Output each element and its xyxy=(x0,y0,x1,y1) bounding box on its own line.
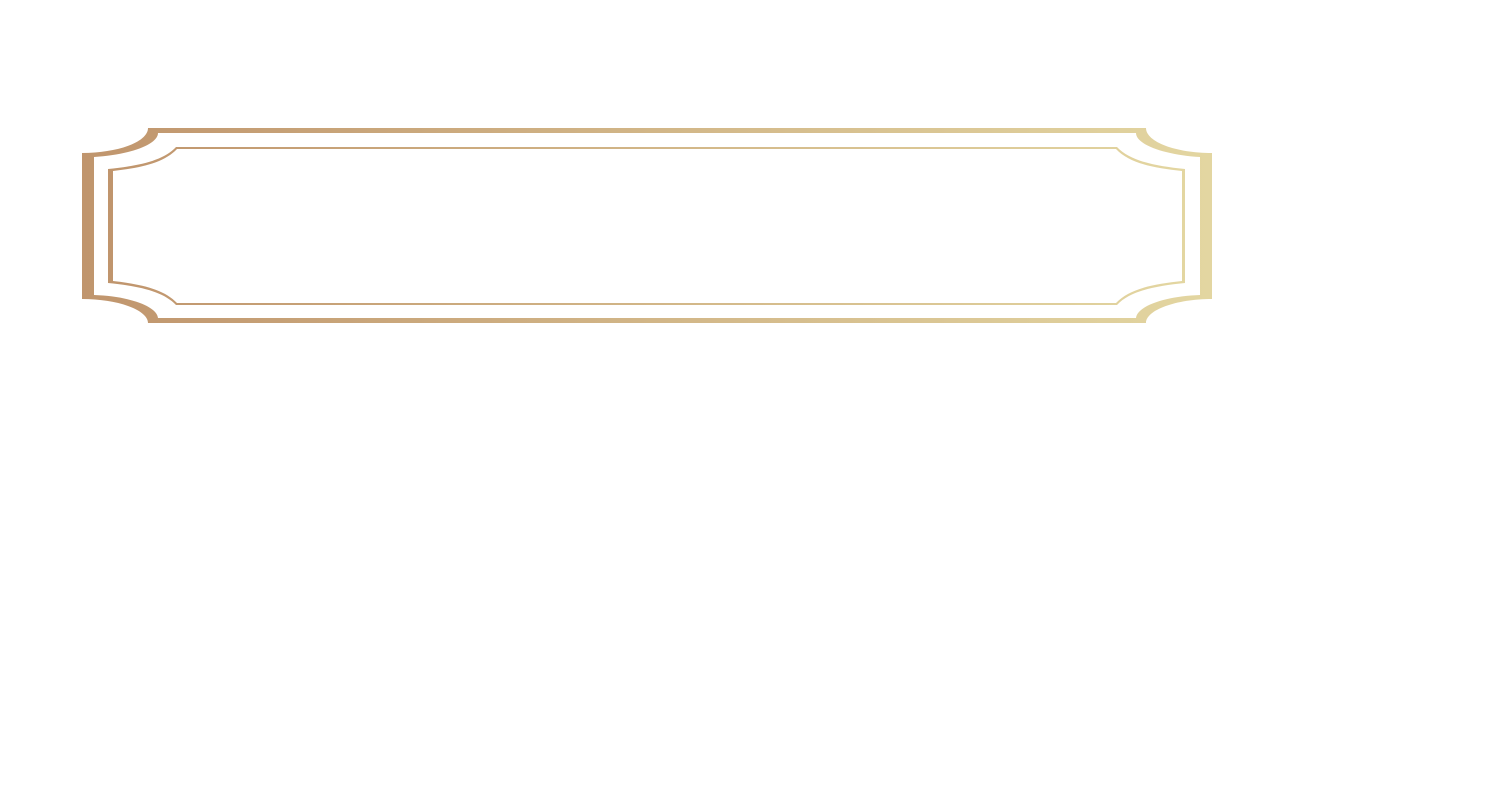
inner-border xyxy=(108,147,1185,305)
outer-border xyxy=(82,128,1212,323)
